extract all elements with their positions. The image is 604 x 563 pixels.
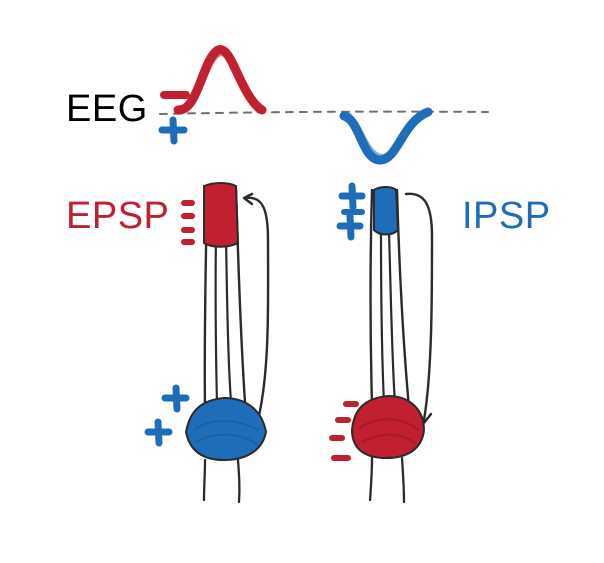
ipsp-axon-left xyxy=(368,456,374,502)
ipsp-axon-right xyxy=(400,456,406,504)
ipsp-plus-sign-1 xyxy=(338,182,366,211)
ipsp-soma-texture xyxy=(359,418,419,445)
ipsp-dendrite-outline-left xyxy=(369,188,374,407)
eeg-label: EEG xyxy=(66,88,148,130)
eeg-positive-deflection-shadow xyxy=(178,52,260,114)
epsp-current-arrowhead xyxy=(242,192,254,206)
epsp-axon-right xyxy=(236,458,241,504)
ipsp-label: IPSP xyxy=(462,195,551,237)
ipsp-soma-red xyxy=(350,394,426,460)
epsp-synapse-red xyxy=(203,182,240,248)
ipsp-dendrite-inner-left xyxy=(379,230,386,406)
epsp-dendrite-inner-left xyxy=(214,234,219,406)
eeg-negative-deflection-shadow xyxy=(346,112,426,158)
ipsp-synapse-blue xyxy=(373,186,400,236)
epsp-label: EPSP xyxy=(66,195,170,237)
epsp-axon-left xyxy=(202,458,207,502)
ipsp-dendrite-outline-right xyxy=(395,188,411,410)
ipsp-neuron xyxy=(329,182,434,504)
eeg-plus-sign xyxy=(158,116,188,145)
epsp-neuron xyxy=(144,182,270,504)
ipsp-current-loop xyxy=(404,192,434,422)
epsp-soma-texture xyxy=(193,420,259,445)
epsp-plus-sign-2 xyxy=(144,418,173,447)
ipsp-dendrite-inner-right xyxy=(387,230,397,406)
eeg-baseline xyxy=(159,110,489,115)
epsp-soma-blue xyxy=(184,396,268,462)
epsp-current-loop xyxy=(244,196,270,422)
ipsp-plus-sign-2 xyxy=(336,212,364,241)
epsp-plus-sign-1 xyxy=(161,384,190,413)
epsp-dendrite-inner-right xyxy=(224,234,233,404)
